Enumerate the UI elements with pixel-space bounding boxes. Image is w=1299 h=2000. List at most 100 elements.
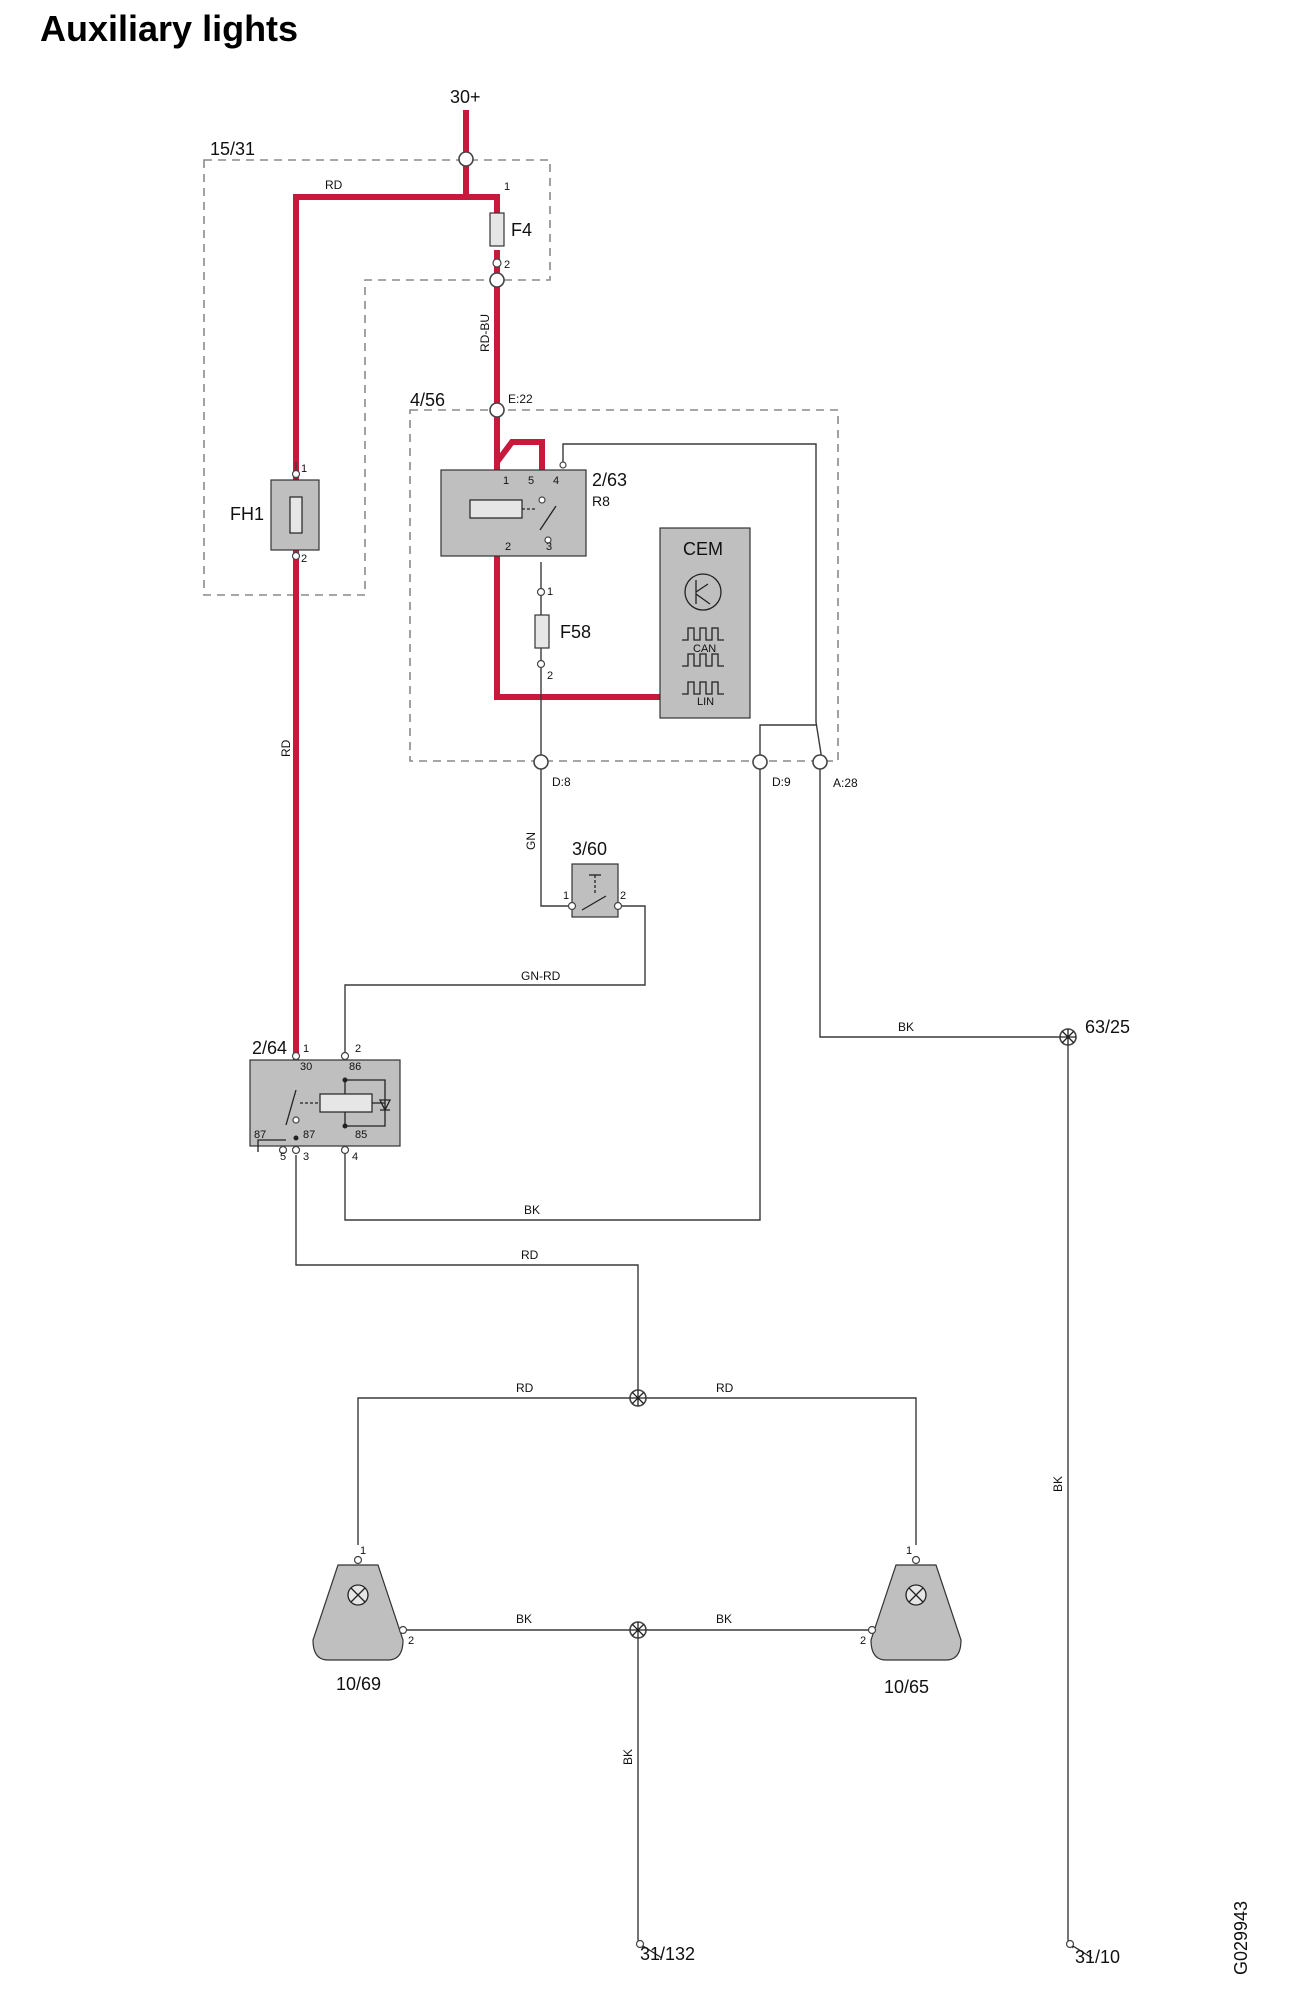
label-e22: E:22 [508, 392, 533, 406]
label-module: 4/56 [410, 390, 445, 410]
power-wire-rd-top [293, 194, 500, 1088]
label-wire-rd-vert: RD [279, 739, 293, 757]
relay-r8 [440, 461, 587, 557]
label-supply: 30+ [450, 87, 481, 107]
pin-r8-5: 5 [528, 475, 534, 487]
label-wire-gn: GN [524, 832, 538, 850]
pin-lamp-right-1: 1 [906, 1545, 912, 1557]
node-d8 [533, 754, 549, 770]
fuse-fh1 [270, 469, 320, 561]
wire-gn-rd [344, 905, 646, 1055]
splice-bk [629, 1621, 647, 1639]
label-wire-rd-left: RD [516, 1381, 534, 1395]
label-wire-bk-left: BK [516, 1612, 532, 1626]
pin-lamp-left-2: 2 [408, 1635, 414, 1647]
label-fuse-box: 15/31 [210, 139, 255, 159]
label-wire-rd-top: RD [325, 178, 343, 192]
pin-aux-30: 30 [300, 1061, 312, 1073]
fuse-box-outline [203, 159, 551, 596]
pin-r8-4: 4 [553, 475, 559, 487]
pin-aux-85: 85 [355, 1129, 367, 1141]
label-wire-bk-d9: BK [524, 1203, 540, 1217]
wire-gn [540, 762, 568, 907]
node-supply [458, 151, 474, 167]
label-switch: 3/60 [572, 839, 607, 859]
label-relay-aux: 2/64 [252, 1038, 287, 1058]
pin-sw-1: 1 [563, 890, 569, 902]
wire-r8-pin4 [562, 443, 823, 761]
pin-f58-2: 2 [547, 670, 553, 682]
label-d8: D:8 [552, 775, 571, 789]
label-ground-left: 31/132 [640, 1944, 695, 1964]
pin-r8-1: 1 [503, 475, 509, 487]
fuse-f4 [489, 212, 505, 268]
relay-2-64 [249, 1051, 401, 1155]
pin-fh1-2: 2 [301, 553, 307, 565]
label-wire-bk-a28: BK [898, 1020, 914, 1034]
wire-bk-ground-left [637, 1630, 644, 1949]
label-fh1: FH1 [230, 504, 264, 524]
label-wire-gn-rd: GN-RD [521, 969, 561, 983]
cem-module [659, 527, 751, 719]
pin-lamp-right-2: 2 [860, 1635, 866, 1647]
node-a28 [812, 754, 828, 770]
pin-r8-2: 2 [505, 541, 511, 553]
label-wire-rd-bu: RD-BU [478, 314, 492, 352]
page-title: Auxiliary lights [40, 8, 299, 49]
pin-aux-87: 87 [303, 1129, 315, 1141]
pin-sw-2: 2 [620, 890, 626, 902]
label-wire-rd-right: RD [716, 1381, 734, 1395]
node-f4-out [489, 272, 505, 288]
pin-aux-3: 3 [303, 1151, 309, 1163]
label-ground-right: 31/10 [1075, 1947, 1120, 1967]
node-e22 [489, 402, 505, 418]
label-wire-bk-right: BK [716, 1612, 732, 1626]
label-splice-63-25: 63/25 [1085, 1017, 1130, 1037]
pin-f4-1: 1 [504, 181, 510, 193]
power-wire-rd-bu [494, 280, 660, 700]
label-d9: D:9 [772, 775, 791, 789]
switch-3-60 [567, 863, 623, 918]
pin-r8-3: 3 [546, 541, 552, 553]
label-lin: LIN [697, 696, 714, 708]
label-can: CAN [693, 643, 716, 655]
fuse-f58 [534, 587, 550, 669]
pin-aux-5: 5 [280, 1151, 286, 1163]
pin-aux-4: 4 [352, 1151, 358, 1163]
module-box-outline [409, 409, 839, 762]
label-lamp-left: 10/69 [336, 1674, 381, 1694]
pin-aux-2: 2 [355, 1043, 361, 1055]
label-image-code: G029943 [1231, 1901, 1251, 1975]
splice-rd [629, 1389, 647, 1407]
pin-f58-1: 1 [547, 586, 553, 598]
pin-aux-86: 86 [349, 1061, 361, 1073]
lamp-10-65 [867, 1555, 962, 1661]
ground-31-10 [1065, 1939, 1093, 1959]
pin-lamp-left-1: 1 [360, 1545, 366, 1557]
label-relay-r8: 2/63 [592, 470, 627, 490]
wire-d9 [759, 724, 816, 760]
wire-rd-lamps [357, 1397, 917, 1545]
label-wire-rd-relay: RD [521, 1248, 539, 1262]
label-wire-bk-ground-right: BK [1051, 1476, 1065, 1492]
label-relay-r8-name: R8 [592, 493, 610, 509]
wire-a28-bk [819, 762, 1068, 1038]
ground-31-132 [635, 1939, 663, 1959]
label-wire-bk-ground-left: BK [621, 1749, 635, 1765]
pin-fh1-1: 1 [301, 463, 307, 475]
label-f4: F4 [511, 220, 532, 240]
lamp-10-69 [312, 1555, 408, 1661]
label-f58: F58 [560, 622, 591, 642]
label-cem: CEM [683, 539, 723, 559]
label-lamp-right: 10/65 [884, 1677, 929, 1697]
pin-aux-1: 1 [303, 1043, 309, 1055]
pin-f4-2: 2 [504, 259, 510, 271]
pin-aux-87a: 87 [254, 1129, 266, 1141]
splice-63-25 [1059, 1028, 1077, 1046]
wire-bk-splice-ground [1067, 1037, 1074, 1949]
node-d9 [752, 754, 768, 770]
label-a28: A:28 [833, 776, 858, 790]
wire-d9-bk [344, 762, 761, 1221]
wire-relay-87-rd [295, 1155, 639, 1398]
